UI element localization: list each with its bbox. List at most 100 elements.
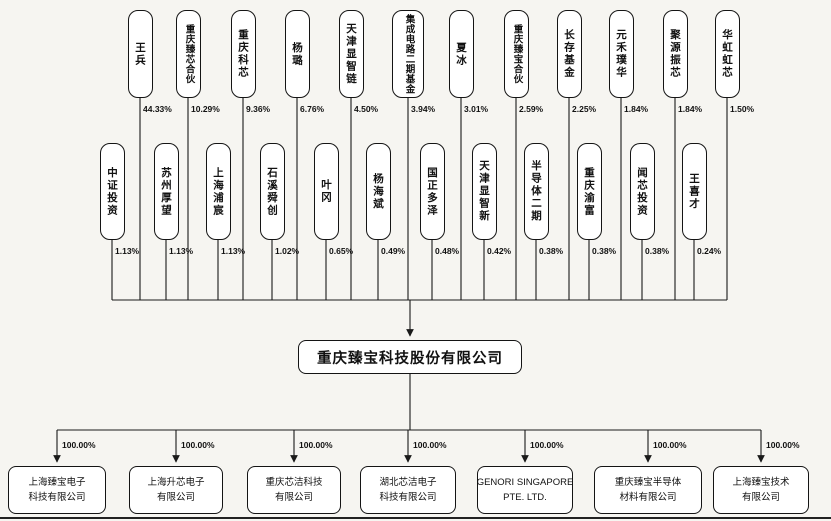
shareholder-name: 王喜才 xyxy=(688,172,701,211)
subsidiary-name-line2: 科技有限公司 xyxy=(28,492,86,503)
subsidiary-name-line1: 重庆臻宝半导体 xyxy=(614,476,682,488)
ownership-percent-label: 1.13% xyxy=(221,246,246,256)
ownership-percent-label: 100.00% xyxy=(766,440,800,450)
ownership-percent-label: 4.50% xyxy=(354,104,379,114)
shareholder-name: 苏州厚望 xyxy=(160,166,173,217)
subsidiary-name-line1: GENORI SINGAPORE xyxy=(476,476,574,488)
shareholder-name: 石溪舜创 xyxy=(266,166,279,217)
ownership-percent-label: 0.38% xyxy=(539,246,564,256)
ownership-percent-label: 2.25% xyxy=(572,104,597,114)
subsidiary-name-line1: 上海臻宝电子 xyxy=(28,476,86,488)
shareholder-name: 重庆渝富 xyxy=(583,166,596,217)
ownership-percent-label: 100.00% xyxy=(181,440,215,450)
shareholder-box-row1-8: 长存基金 xyxy=(556,10,582,98)
shareholder-name: 长存基金 xyxy=(563,29,576,79)
ownership-percent-label: 6.76% xyxy=(300,104,325,114)
subsidiary-box-5: 重庆臻宝半导体材料有限公司 xyxy=(594,466,702,514)
ownership-percent-label: 100.00% xyxy=(413,440,447,450)
bottom-divider xyxy=(0,517,831,519)
ownership-percent-label: 3.94% xyxy=(411,104,436,114)
shareholder-name: 叶冈 xyxy=(320,179,333,204)
shareholder-box-row1-2: 重庆科芯 xyxy=(230,10,256,98)
ownership-percent-label: 3.01% xyxy=(464,104,489,114)
shareholder-box-row2-2: 上海浦宸 xyxy=(205,143,231,240)
subsidiary-name-line1: 湖北芯洁电子 xyxy=(379,476,437,488)
ownership-percent-label: 1.84% xyxy=(624,104,649,114)
shareholder-box-row1-4: 天津显智链 xyxy=(338,10,364,98)
shareholder-box-row1-3: 杨璐 xyxy=(284,10,310,98)
subsidiary-name-line1: 上海升芯电子 xyxy=(147,476,205,488)
shareholder-name: 上海浦宸 xyxy=(212,166,225,217)
shareholder-box-row1-5: 集成电路二期基金 xyxy=(392,10,424,98)
shareholder-name: 半导体二期 xyxy=(530,160,543,223)
ownership-percent-label: 0.38% xyxy=(645,246,670,256)
ownership-percent-label: 10.29% xyxy=(191,104,220,114)
ownership-percent-label: 0.65% xyxy=(329,246,354,256)
ownership-percent-label: 100.00% xyxy=(62,440,96,450)
ownership-percent-label: 0.48% xyxy=(435,246,460,256)
ownership-percent-label: 2.59% xyxy=(519,104,544,114)
shareholder-box-row1-7: 重庆臻宝合伙 xyxy=(503,10,529,98)
subsidiary-name-line1: 重庆芯洁科技 xyxy=(265,476,323,488)
subsidiary-box-2: 重庆芯洁科技有限公司 xyxy=(247,466,341,514)
shareholder-box-row2-1: 苏州厚望 xyxy=(153,143,179,240)
ownership-percent-label: 0.42% xyxy=(487,246,512,256)
shareholder-name: 集成电路二期基金 xyxy=(403,14,415,94)
ownership-percent-label: 44.33% xyxy=(143,104,172,114)
ownership-percent-label: 100.00% xyxy=(653,440,687,450)
shareholder-name: 聚源振芯 xyxy=(669,29,682,79)
ownership-percent-label: 1.13% xyxy=(115,246,140,256)
ownership-percent-label: 100.00% xyxy=(530,440,564,450)
shareholder-name: 天津显智新 xyxy=(478,160,491,223)
shareholder-box-row2-4: 叶冈 xyxy=(313,143,339,240)
shareholder-name: 华虹虹芯 xyxy=(721,29,734,79)
subsidiary-box-4: GENORI SINGAPORE PTE. LTD. xyxy=(477,466,573,514)
shareholder-box-row1-6: 夏冰 xyxy=(448,10,474,98)
shareholder-name: 重庆科芯 xyxy=(237,29,250,79)
ownership-percent-label: 0.49% xyxy=(381,246,406,256)
subsidiary-box-3: 湖北芯洁电子科技有限公司 xyxy=(360,466,456,514)
company-name: 重庆臻宝科技股份有限公司 xyxy=(317,350,503,367)
shareholder-box-row1-9: 元禾璞华 xyxy=(608,10,634,98)
shareholder-box-row2-10: 闻芯投资 xyxy=(629,143,655,240)
ownership-percent-label: 1.13% xyxy=(169,246,194,256)
ownership-percent-label: 1.84% xyxy=(678,104,703,114)
shareholder-box-row2-5: 杨海斌 xyxy=(365,143,391,240)
shareholder-box-row2-3: 石溪舜创 xyxy=(259,143,285,240)
subsidiary-name-line2: 科技有限公司 xyxy=(379,492,437,503)
shareholder-box-row2-8: 半导体二期 xyxy=(523,143,549,240)
ownership-percent-label: 9.36% xyxy=(246,104,271,114)
shareholder-box-row2-7: 天津显智新 xyxy=(471,143,497,240)
shareholder-box-row2-6: 国正多泽 xyxy=(419,143,445,240)
ownership-percent-label: 1.02% xyxy=(275,246,300,256)
subsidiary-name-line2: 有限公司 xyxy=(741,492,780,503)
subsidiary-name-line2: 材料有限公司 xyxy=(619,492,677,503)
shareholder-box-row1-11: 华虹虹芯 xyxy=(714,10,740,98)
subsidiary-box-0: 上海臻宝电子科技有限公司 xyxy=(8,466,106,514)
shareholder-box-row1-0: 王兵 xyxy=(127,10,153,98)
shareholder-name: 杨海斌 xyxy=(372,172,385,211)
ownership-percent-label: 1.50% xyxy=(730,104,755,114)
shareholder-name: 闻芯投资 xyxy=(636,166,649,217)
subsidiary-box-1: 上海升芯电子有限公司 xyxy=(129,466,223,514)
subsidiary-box-6: 上海臻宝技术有限公司 xyxy=(713,466,809,514)
shareholder-name: 重庆臻宝合伙 xyxy=(511,24,523,84)
subsidiary-name-line2: 有限公司 xyxy=(274,492,313,503)
subsidiary-name-line2: PTE. LTD. xyxy=(503,492,547,503)
shareholder-box-row2-0: 中证投资 xyxy=(99,143,125,240)
ownership-percent-label: 0.24% xyxy=(697,246,722,256)
shareholder-name: 元禾璞华 xyxy=(615,29,628,79)
shareholder-name: 中证投资 xyxy=(106,166,119,217)
shareholder-name: 夏冰 xyxy=(455,41,468,67)
company-box: 重庆臻宝科技股份有限公司 xyxy=(298,340,522,374)
ownership-percent-label: 100.00% xyxy=(299,440,333,450)
subsidiary-name-line2: 有限公司 xyxy=(156,492,195,503)
shareholder-name: 重庆臻芯合伙 xyxy=(183,24,195,84)
shareholder-name: 王兵 xyxy=(134,41,147,67)
shareholder-name: 杨璐 xyxy=(291,41,304,67)
subsidiary-name-line1: 上海臻宝技术 xyxy=(732,476,790,488)
shareholder-box-row1-10: 聚源振芯 xyxy=(662,10,688,98)
shareholder-box-row1-1: 重庆臻芯合伙 xyxy=(175,10,201,98)
